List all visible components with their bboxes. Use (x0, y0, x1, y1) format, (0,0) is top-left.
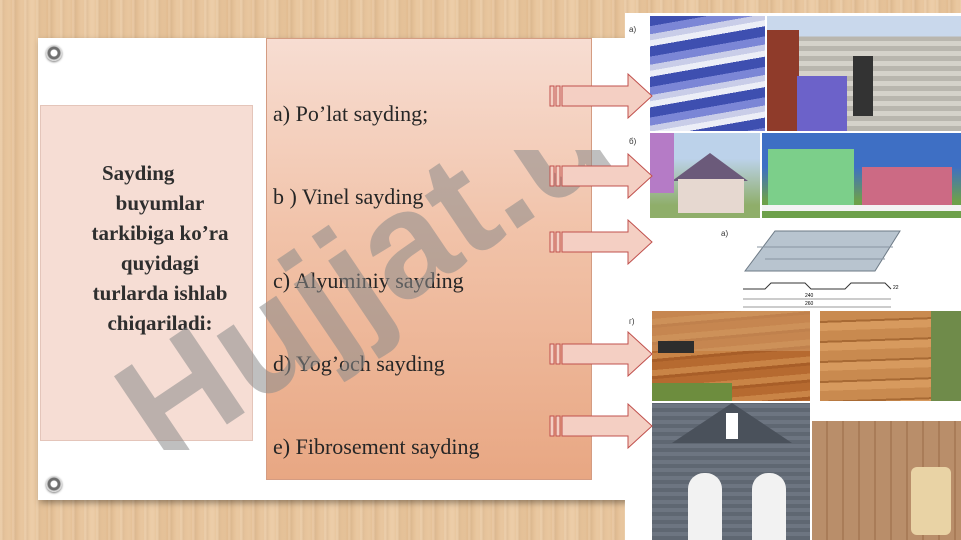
photo-label: г) (629, 317, 635, 326)
photo-label: а) (629, 25, 637, 34)
siding-item-fibercement: e) Fibrosement sayding (273, 434, 480, 459)
fibercement-panel-photo (812, 421, 961, 540)
siding-item-steel: a) Po’lat sayding; (273, 101, 429, 126)
left-panel (40, 105, 253, 441)
pin-icon (46, 45, 62, 61)
profile-svg: 240 260 22 (743, 230, 901, 308)
photo-column: а) б) а) г) 240 260 22 (625, 13, 961, 540)
intro-line: turlarda ishlab (92, 281, 228, 305)
arrow-icon (549, 330, 653, 378)
intro-line: buyumlar (115, 191, 205, 215)
photo-label: б) (629, 137, 637, 146)
siding-types-panel (266, 38, 592, 480)
siding-item-aluminum: c) Alyuminiy sayding (273, 268, 464, 293)
wood-siding-photo (652, 311, 810, 401)
dim-label: 240 (805, 293, 814, 299)
pin-icon (46, 476, 62, 492)
intro-line: quyidagi (120, 251, 200, 275)
dim-label: 22 (893, 285, 899, 291)
intro-line: Sayding (102, 161, 175, 185)
siding-item-wood: d) Yog’och sayding (273, 351, 445, 376)
intro-text: Sayding buyumlar tarkibiga ko’ra quyidag… (60, 158, 260, 338)
intro-line: tarkibiga ko’ra (91, 221, 229, 245)
fibercement-house-photo (652, 403, 810, 540)
siding-item-vinyl: b ) Vinel sayding (273, 184, 424, 209)
vinyl-houses-photo (762, 133, 961, 218)
arrow-icon (549, 218, 653, 266)
arrow-icon (549, 402, 653, 450)
dim-label: 260 (805, 301, 814, 307)
vinyl-house-photo (650, 133, 760, 218)
wood-siding-closeup-photo (820, 311, 961, 401)
intro-line: chiqariladi: (107, 311, 213, 335)
steel-siding-photo (650, 16, 765, 131)
arrow-icon (549, 72, 653, 120)
aluminum-profile-drawing: 240 260 22 (735, 219, 905, 315)
arrows-layer (549, 72, 653, 450)
steel-house-photo (767, 16, 961, 131)
photo-label: а) (721, 229, 729, 238)
arrow-icon (549, 152, 653, 200)
